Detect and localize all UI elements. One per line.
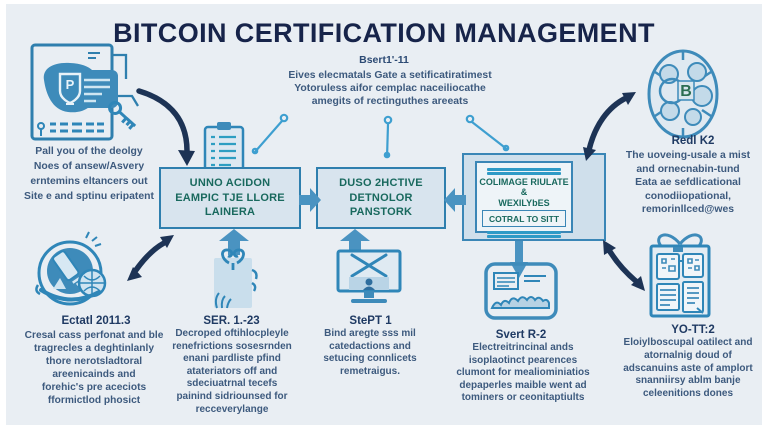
wave-chart-icon [484, 262, 558, 320]
subtitle-caption: Eives elecmatals Gate a setificatiratime… [288, 70, 492, 107]
page-title: BITCOIN CERTIFICATION MANAGEMENT [113, 18, 655, 48]
document-shield-icon: P [30, 43, 139, 141]
specimen-jar-icon [214, 248, 258, 309]
arrow-right-box1-to-box2 [299, 188, 321, 212]
flow-box-3-label: COLIMAGE RIULATE &WEXILYbES [479, 176, 569, 208]
decorative-line [487, 230, 561, 234]
curved-arrow-badge-box1 [133, 240, 167, 273]
svg-text:B: B [680, 83, 692, 100]
cards-grid-icon [649, 233, 711, 318]
coin-faces-icon: B [647, 49, 719, 139]
curved-arrow-doc-to-box1 [136, 88, 190, 154]
ser-heading: SER. 1.-23 [203, 315, 260, 327]
svg-text:P: P [66, 77, 75, 92]
bitcoin-certification-diagram: BITCOIN CERTIFICATION MANAGEMENT Bsert1'… [6, 4, 762, 425]
flow-box-3-document: COLIMAGE RIULATE &WEXILYbES COTRAL TO SI… [475, 161, 573, 238]
arrowheads [127, 92, 645, 291]
decorative-line [487, 172, 561, 175]
stept-heading: StePT 1 [349, 315, 392, 327]
forensic-badge-icon [35, 231, 107, 306]
arrow-up-ser-to-box1 [219, 229, 249, 255]
pin-connector-box1 [253, 120, 283, 154]
right-bottom-heading: YO-TT:2 [671, 324, 715, 336]
curved-arrow-chart-cards [606, 247, 640, 285]
arrow-down-box3-to-svert [510, 240, 528, 278]
decorative-line [487, 167, 561, 171]
pin-connectors [251, 113, 510, 159]
right-top-heading: Redl K2 [671, 135, 715, 147]
svert-heading: Svert R-2 [495, 329, 547, 341]
connector-arrows-layer [127, 88, 645, 291]
pin-connector-box3 [471, 121, 509, 151]
subtitle-heading: Bsert1'-11 [359, 54, 409, 66]
decorative-line [487, 235, 561, 238]
monitor-x-icon [336, 249, 402, 303]
key-icon [108, 100, 137, 130]
clipboard-checklist-icon [203, 122, 245, 173]
flow-box-3-sub-label: COTRAL TO SITT [482, 210, 566, 227]
arrow-left-box3-to-box2 [444, 188, 466, 212]
curved-arrow-box3-coin [586, 95, 629, 153]
arrow-up-stept-to-box2 [340, 229, 370, 255]
bottom-left-heading: Ectatl 2011.3 [61, 315, 131, 327]
